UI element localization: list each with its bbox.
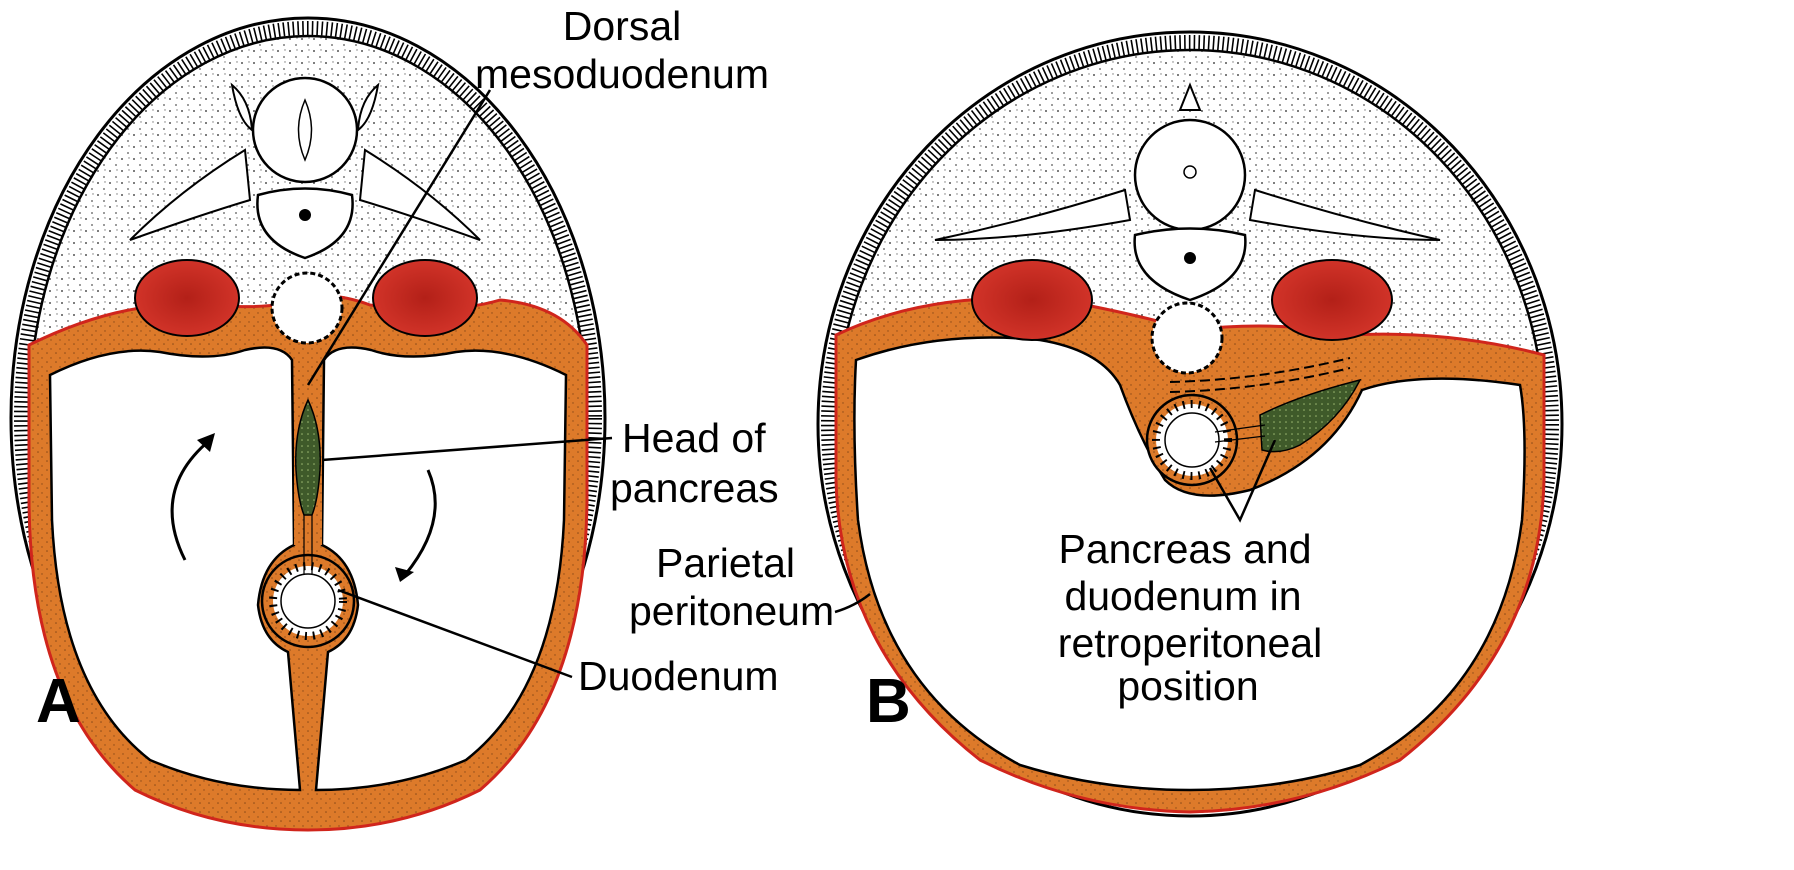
- label-head-line2: pancreas: [610, 465, 779, 511]
- label-retro-line3: retroperitoneal: [1058, 620, 1322, 666]
- label-duodenum: Duodenum: [578, 653, 779, 699]
- label-retro-line1: Pancreas and: [1058, 526, 1311, 572]
- panel-a-kidney-left: [135, 260, 239, 336]
- panel-b-kidney-right: [1272, 260, 1392, 340]
- panel-a-aorta: [272, 273, 342, 343]
- label-dorsal-line1: Dorsal: [563, 3, 681, 49]
- label-retro-line2: duodenum in: [1064, 573, 1301, 619]
- panel-b-kidney-left: [972, 260, 1092, 340]
- label-retro-line4: position: [1117, 663, 1258, 709]
- panel-a-letter: A: [36, 667, 81, 736]
- panel-b-notochord: [1184, 252, 1196, 264]
- panel-a-kidney-right: [373, 260, 477, 336]
- panel-a-duodenum-lumen: [281, 574, 335, 628]
- label-parietal-line1: Parietal: [656, 540, 795, 586]
- label-head-line1: Head of: [622, 415, 766, 461]
- panel-a: A: [11, 18, 605, 830]
- panel-b-duodenum-lumen: [1165, 413, 1219, 467]
- panel-b-aorta: [1152, 303, 1222, 373]
- panel-b-letter: B: [866, 667, 911, 736]
- label-dorsal-line2: mesoduodenum: [475, 51, 769, 97]
- label-parietal-line2: peritoneum: [629, 588, 834, 634]
- panel-b-central-canal: [1184, 166, 1196, 178]
- panel-a-notochord: [299, 209, 311, 221]
